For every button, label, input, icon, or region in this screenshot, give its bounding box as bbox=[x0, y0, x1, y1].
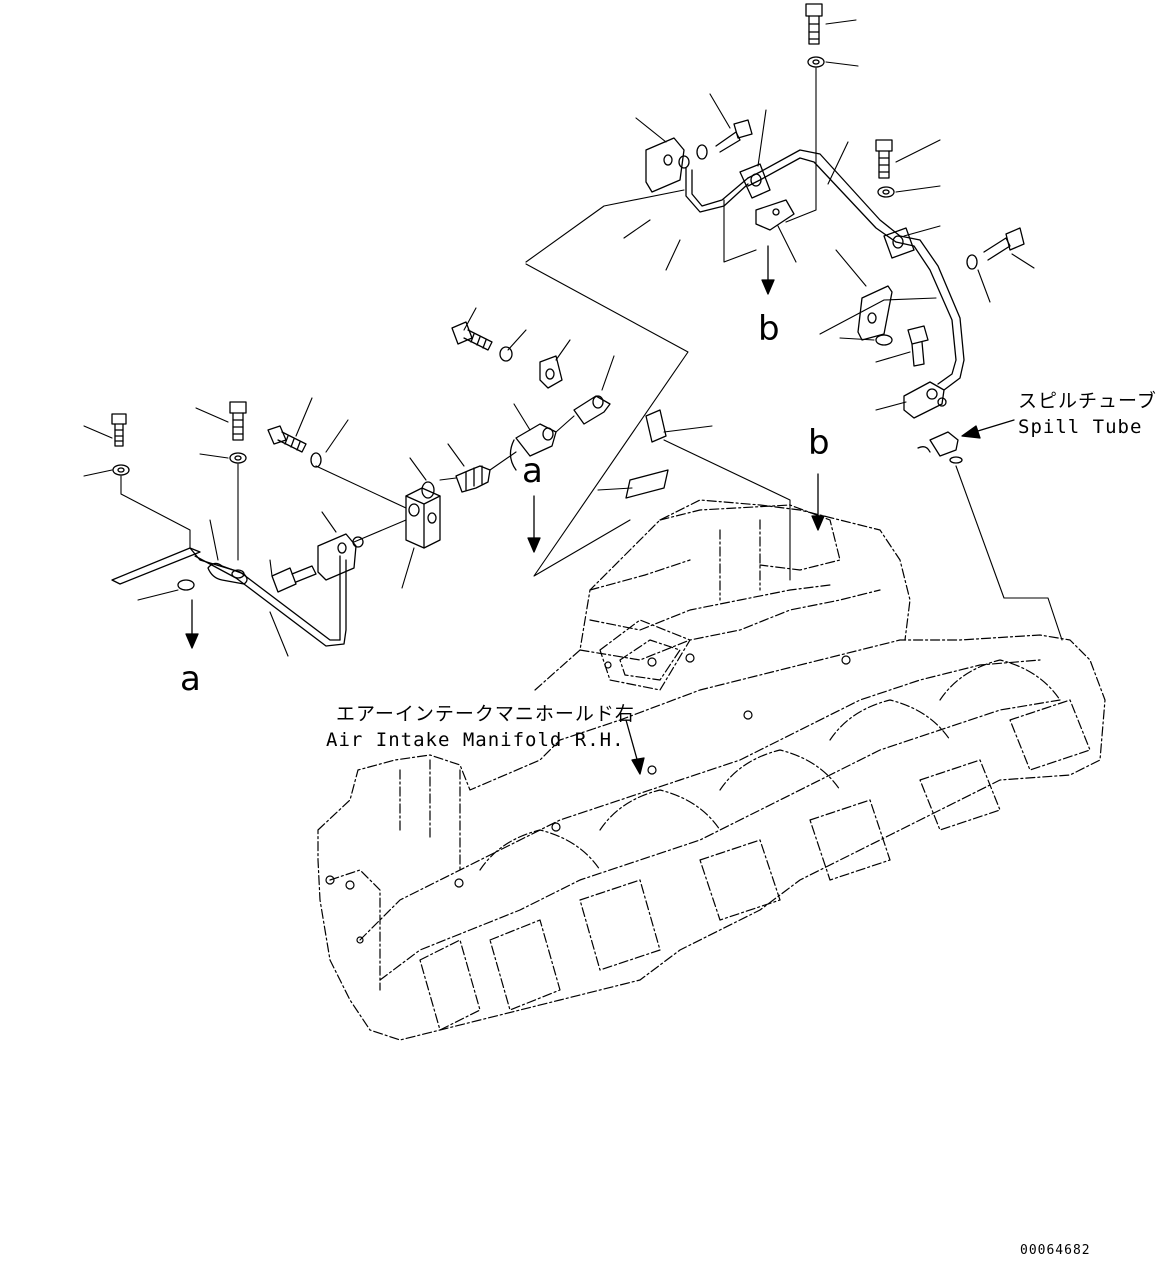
bolt-4 bbox=[271, 565, 317, 593]
left-pipe-assembly bbox=[111, 401, 491, 647]
reference-letter-b-mid: b bbox=[808, 423, 830, 463]
connector bbox=[455, 465, 491, 493]
washer-3 bbox=[310, 452, 322, 468]
clamp-bracket bbox=[755, 199, 795, 231]
bolt-top bbox=[805, 3, 823, 45]
clip-2 bbox=[645, 409, 667, 443]
spill-tube-label-en: Spill Tube bbox=[1018, 416, 1143, 438]
adapter bbox=[515, 423, 557, 457]
washer-7 bbox=[877, 186, 895, 198]
reference-letter-b-top: b bbox=[758, 309, 780, 349]
manifold-label-jp: エアーインテークマニホールド右 bbox=[336, 703, 635, 725]
clamp-lower bbox=[883, 227, 915, 259]
banjo-end bbox=[903, 381, 945, 419]
spill-tube-fitting bbox=[929, 431, 959, 457]
washer-1 bbox=[112, 464, 130, 476]
bolt-9 bbox=[907, 325, 929, 367]
bolt-3 bbox=[267, 425, 307, 453]
right-pipe-assembly bbox=[645, 3, 1025, 464]
washer-top bbox=[807, 56, 825, 68]
bolt-5 bbox=[451, 321, 493, 351]
bolt-1 bbox=[111, 413, 127, 447]
clip-1 bbox=[539, 355, 563, 389]
bracket-plate-right bbox=[645, 137, 685, 193]
reference-letter-a-left: a bbox=[180, 659, 201, 699]
middle-fittings bbox=[451, 321, 669, 499]
washer-9 bbox=[875, 334, 893, 346]
washer-5 bbox=[499, 346, 513, 362]
arrows bbox=[185, 245, 1015, 775]
spill-tube-washer bbox=[949, 456, 963, 464]
coupling bbox=[573, 395, 611, 425]
o-ring bbox=[421, 481, 435, 499]
washer-8 bbox=[966, 254, 978, 270]
document-number: 00064682 bbox=[1020, 1243, 1091, 1258]
washer-4 bbox=[177, 579, 195, 591]
bolt-7 bbox=[875, 139, 893, 179]
reference-letter-a-mid: a bbox=[522, 451, 543, 491]
l-bracket bbox=[857, 285, 893, 341]
washer-2 bbox=[229, 452, 247, 464]
joint-block bbox=[405, 487, 441, 549]
air-intake-manifold bbox=[317, 499, 1106, 1041]
bolt-2 bbox=[229, 401, 247, 441]
manifold-holes bbox=[325, 653, 851, 944]
bolt-8 bbox=[983, 227, 1025, 261]
bracket-plate-left bbox=[317, 533, 357, 581]
gasket-plate bbox=[625, 469, 669, 499]
bolt-6 bbox=[715, 119, 753, 153]
clamp-right bbox=[739, 163, 771, 199]
manifold-label-en: Air Intake Manifold R.H. bbox=[326, 729, 625, 751]
spill-tube-label-jp: スピルチューブ bbox=[1018, 390, 1157, 412]
washer-6 bbox=[696, 144, 708, 160]
leader-lines bbox=[83, 19, 1063, 657]
